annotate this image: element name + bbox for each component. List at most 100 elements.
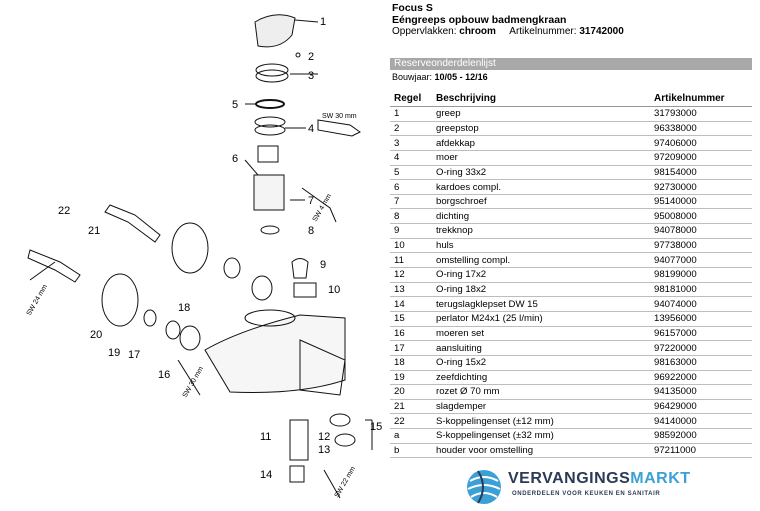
cell-beschrijving: S-koppelingenset (±12 mm) [432,413,650,430]
cell-beschrijving: trekknop [432,223,650,239]
cell-regel: a [390,428,432,444]
cell-regel: 1 [390,106,432,122]
callout-2: 2 [308,51,314,63]
build-year: Bouwjaar: 10/05 - 12/16 [392,72,488,82]
surfaces-value: chroom [459,26,496,37]
cell-beschrijving: afdekkap [432,135,650,151]
logo-name: VERVANGINGSMARKT [508,470,691,488]
cell-beschrijving: greepstop [432,121,650,137]
cell-artikelnummer: 95140000 [650,194,752,210]
callout-5: 5 [232,99,238,111]
cell-artikelnummer: 97406000 [650,135,752,151]
callout-4: 4 [308,123,314,135]
cell-regel: 9 [390,223,432,239]
surfaces-label: Oppervlakken: [392,26,457,37]
cell-regel: 19 [390,370,432,386]
cell-artikelnummer: 94077000 [650,252,752,269]
cell-beschrijving: O-ring 33x2 [432,165,650,181]
build-year-value: 10/05 - 12/16 [434,72,488,82]
cell-artikelnummer: 94078000 [650,223,752,239]
callout-11: 11 [260,431,271,443]
cell-regel: 18 [390,355,432,371]
build-year-label: Bouwjaar: [392,72,433,82]
column-header-artikelnummer: Artikelnummer [650,90,752,107]
section-banner: Reserveonderdelenlijst [390,58,752,70]
article-label: Artikelnummer: [509,26,577,37]
cell-artikelnummer: 98199000 [650,267,752,283]
cell-artikelnummer: 97209000 [650,150,752,166]
cell-regel: 7 [390,194,432,210]
cell-artikelnummer: 94135000 [650,384,752,400]
cell-beschrijving: perlator M24x1 (25 l/min) [432,311,650,327]
column-header-beschrijving: Beschrijving [432,90,650,107]
callout-21: 21 [88,225,100,237]
product-meta: Oppervlakken: chroom Artikelnummer: 3174… [392,26,752,38]
cell-beschrijving: slagdemper [432,399,650,415]
cell-regel: 5 [390,165,432,181]
cell-artikelnummer: 13956000 [650,311,752,327]
cell-artikelnummer: 98163000 [650,355,752,371]
cell-regel: 14 [390,296,432,312]
cell-beschrijving: huls [432,238,650,254]
cell-artikelnummer: 96922000 [650,370,752,386]
product-subtitle: Eéngreeps opbouw badmengkraan [392,14,567,26]
cell-regel: 15 [390,311,432,327]
callout-19: 19 [108,347,120,359]
cell-artikelnummer: 95008000 [650,208,752,225]
article-value: 31742000 [579,26,624,37]
callout-14: 14 [260,469,272,481]
cell-regel: 13 [390,282,432,298]
cell-beschrijving: houder voor omstelling [432,443,650,459]
cell-regel: 11 [390,252,432,269]
callout-17: 17 [128,349,140,361]
cell-artikelnummer: 98592000 [650,428,752,444]
cell-beschrijving: terugslagklepset DW 15 [432,296,650,312]
callout-1: 1 [320,16,326,28]
cell-beschrijving: O-ring 18x2 [432,282,650,298]
vervangingsmarkt-logo: VERVANGINGSMARKT ONDERDELEN VOOR KEUKEN … [458,466,758,508]
wrench-label-sw24: SW 24 mm [26,283,49,317]
cell-artikelnummer: 98181000 [650,282,752,298]
cell-regel: 16 [390,326,432,342]
table-header-row: Regel Beschrijving Artikelnummer [390,90,752,107]
cell-regel: 6 [390,179,432,195]
cell-artikelnummer: 94140000 [650,413,752,430]
callout-9: 9 [320,259,326,271]
exploded-view-diagram: 1 2 3 5 4 6 7 8 9 10 22 21 18 20 19 17 1… [26,14,382,499]
callout-10: 10 [328,284,340,296]
callout-15: 15 [370,421,382,433]
cell-beschrijving: dichting [432,208,650,225]
cell-artikelnummer: 96338000 [650,121,752,137]
cell-regel: 8 [390,208,432,225]
product-title: Focus S [392,2,433,14]
cell-beschrijving: O-ring 15x2 [432,355,650,371]
logo-name-part1: VERVANGINGS [508,470,631,487]
cell-artikelnummer: 97220000 [650,340,752,356]
cell-regel: 4 [390,150,432,166]
cell-artikelnummer: 96429000 [650,399,752,415]
callout-7: 7 [308,195,314,207]
callout-12: 12 [318,431,330,443]
cell-beschrijving: omstelling compl. [432,252,650,269]
cell-regel: 10 [390,238,432,254]
cell-beschrijving: moer [432,150,650,166]
cell-regel: 20 [390,384,432,400]
